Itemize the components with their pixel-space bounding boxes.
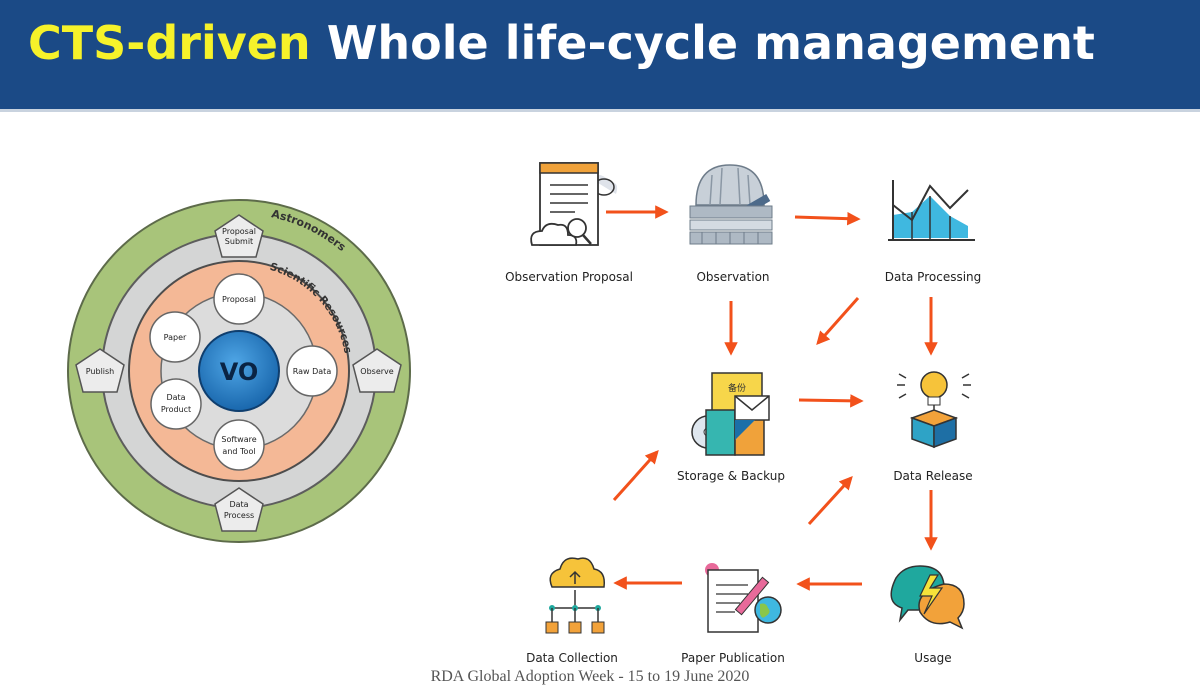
observatory-icon [689,164,773,245]
label-observation: Observation [696,270,770,284]
lightbulb-box-icon [897,371,971,449]
pentagon-publish: Publish [75,348,125,393]
document-icon [530,162,618,246]
flow-arrows [606,205,938,591]
storage-backup-icon: 备份 [691,372,770,456]
pentagon-observe: Observe [352,348,402,393]
svg-text:Proposal: Proposal [222,227,256,236]
vo-center: VO [198,330,280,412]
arrow-paper-to-release [807,476,853,526]
bubble-paper: Paper [149,311,201,363]
label-data-collection: Data Collection [526,651,618,665]
label-usage: Usage [914,651,952,665]
svg-text:VO: VO [220,358,259,386]
header-bar: CTS-driven Whole life-cycle management [0,0,1200,112]
chat-bubbles-icon [890,565,965,630]
label-storage-backup: Storage & Backup [677,469,785,483]
title-rest: Whole life-cycle management [326,16,1095,70]
svg-text:Process: Process [224,511,254,520]
svg-text:Software: Software [221,435,256,444]
label-observation-proposal: Observation Proposal [505,270,633,284]
bubble-data-product: Data Product [150,378,202,430]
pentagon-data-process: Data Process [214,487,264,532]
bubble-software-tool: Software and Tool [213,419,265,471]
label-paper-publication: Paper Publication [681,651,785,665]
arrow-processing-to-storage [816,297,860,346]
label-data-release: Data Release [893,469,973,483]
pentagon-proposal-submit: Proposal Submit [214,214,264,258]
vo-diagram: Astronomers Scientific Resources Proposa… [67,199,411,543]
svg-text:and Tool: and Tool [222,447,255,456]
bubble-raw-data: Raw Data [286,345,338,397]
arrow-storage-to-release [798,394,864,408]
svg-text:Paper: Paper [164,333,187,342]
svg-text:Data: Data [229,500,248,509]
svg-text:Observe: Observe [360,367,393,376]
cloud-network-icon [545,557,606,634]
svg-text:Product: Product [161,405,191,414]
arrow-observation-to-processing [794,211,861,226]
svg-text:Submit: Submit [225,237,253,246]
label-data-processing: Data Processing [884,270,982,284]
slide-title: CTS-driven Whole life-cycle management [28,16,1095,70]
footer-text: RDA Global Adoption Week - 15 to 19 June… [430,668,750,685]
paper-pencil-icon [705,563,782,633]
svg-text:Proposal: Proposal [222,295,256,304]
bubble-proposal: Proposal [213,273,265,325]
svg-text:Raw Data: Raw Data [293,367,332,376]
line-chart-icon [888,180,975,241]
title-highlight: CTS-driven [28,16,311,70]
svg-text:备份: 备份 [728,382,746,394]
svg-text:Data: Data [166,393,185,402]
svg-text:Publish: Publish [86,367,115,376]
arrow-collection-to-storage [612,449,659,502]
